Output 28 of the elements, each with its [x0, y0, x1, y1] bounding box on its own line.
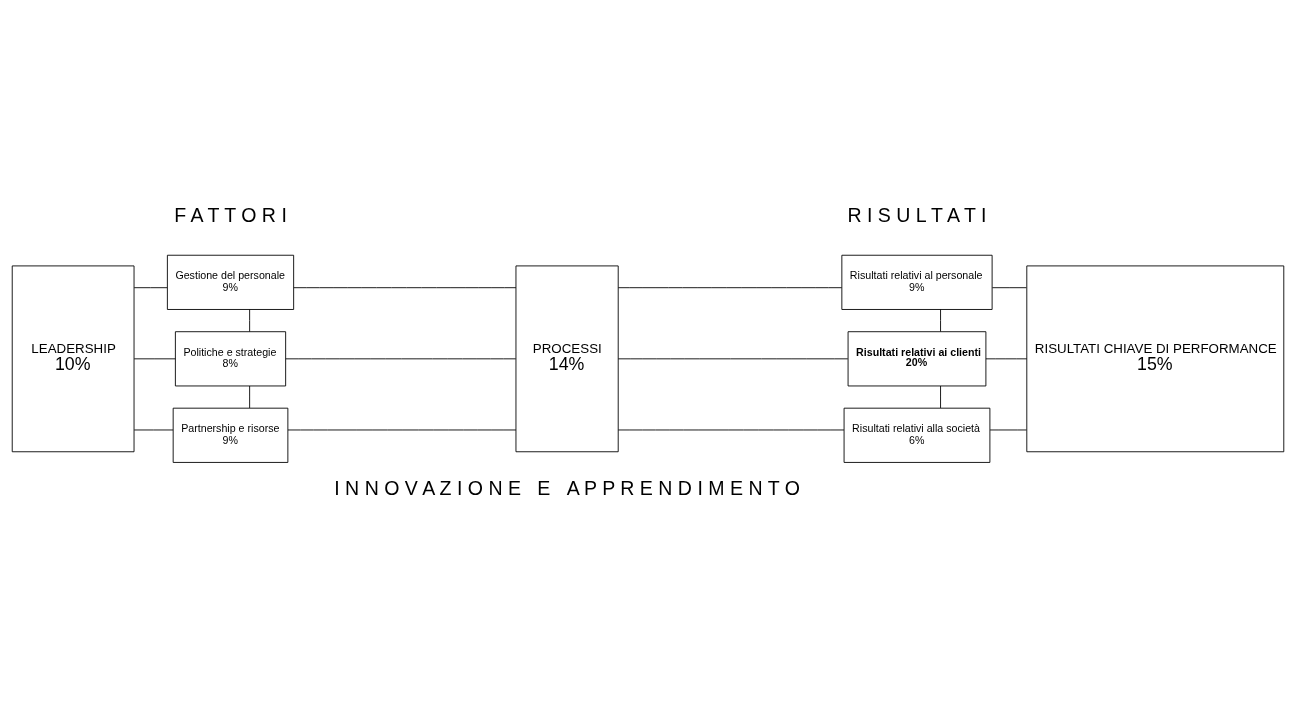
- connector: [940, 385, 941, 408]
- node-box: LEADERSHIP 10%: [11, 264, 135, 452]
- connector: [617, 286, 843, 288]
- node-box: RISULTATI CHIAVE DI PERFORMANCE 15%: [1026, 264, 1285, 452]
- connector: [249, 308, 251, 332]
- connector: [617, 429, 845, 430]
- label: R I S U L T A T I: [847, 203, 987, 226]
- connector: [133, 286, 168, 288]
- connector: [287, 429, 517, 430]
- node-box: Risultati relativi al personale 9%: [841, 254, 993, 310]
- connector: [285, 357, 517, 359]
- connector: [293, 286, 517, 288]
- node-box: Partnership e risorse 9%: [172, 407, 289, 463]
- connector: [989, 429, 1027, 430]
- label: I N N O V A Z I O N E E A P P R E N D I M E N T O: [334, 476, 800, 499]
- connector: [991, 286, 1027, 288]
- node-box: Politiche e strategie 8%: [174, 330, 287, 386]
- connector: [617, 357, 849, 359]
- node-box: Risultati relativi ai clienti 20%: [847, 330, 987, 386]
- connector: [985, 357, 1028, 359]
- connector: [133, 429, 174, 430]
- node-box: PROCESSI 14%: [515, 264, 619, 452]
- label: F A T T O R I: [174, 203, 287, 226]
- connector: [249, 385, 251, 408]
- connector: [133, 357, 176, 359]
- connector: [940, 308, 941, 332]
- node-box: Risultati relativi alla società 6%: [843, 407, 991, 463]
- node-box: Gestione del personale 9%: [166, 254, 295, 310]
